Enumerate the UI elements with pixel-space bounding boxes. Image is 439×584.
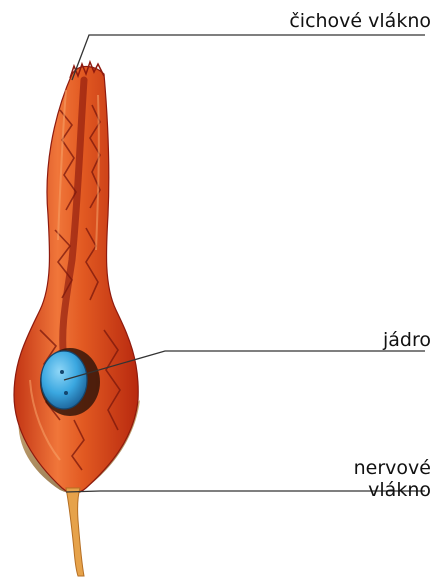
nerve-fiber-tail: [66, 488, 84, 576]
label-nerve-fiber: nervové vlákno: [301, 457, 431, 501]
leader-line-olfactory-fiber: [72, 35, 425, 80]
label-nucleus: jádro: [383, 329, 431, 351]
nucleolus-dot: [60, 370, 64, 374]
cell-body: [14, 66, 138, 493]
label-olfactory-fiber: čichové vlákno: [289, 10, 431, 32]
nucleolus-dot: [64, 391, 68, 395]
